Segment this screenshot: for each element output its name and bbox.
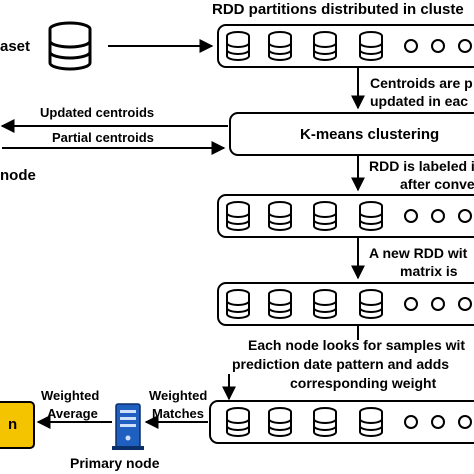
dataset-label: aset [0,38,31,55]
database-icon [359,31,383,61]
new-rdd-note-line-1: A new RDD wit [369,245,468,261]
database-icon [226,201,250,231]
new-rdd-note-line-2: matrix is [400,263,458,279]
database-icon [268,31,292,61]
circle-icon [458,415,472,429]
labeled-note-line-2: after conve [400,176,474,192]
updated-centroids-label: Updated centroids [40,105,155,120]
circle-icon [404,39,418,53]
server-icon [112,403,144,450]
partition-row-4 [209,400,474,444]
kmeans-label: K-means clustering [300,126,440,143]
output-box-label: n [8,416,18,433]
labeled-note-line-1: RDD is labeled i [369,158,474,174]
weighted-matches-line-2: Matches [152,406,205,421]
weighted-average-line-2: Average [47,406,98,421]
database-icon [226,407,250,437]
circle-icon [431,39,445,53]
circle-icon [404,297,418,311]
database-icon [268,289,292,319]
database-icon [359,407,383,437]
database-icon [313,407,337,437]
circle-icon [458,297,472,311]
partitions-title: RDD partitions distributed in cluste [212,1,464,18]
each-node-note-line-2: prediction date pattern and adds [232,356,450,372]
dataset-database-icon [48,21,92,71]
circle-icon [431,297,445,311]
primary-node-label: Primary node [70,455,160,471]
database-icon [226,31,250,61]
circle-icon [458,39,472,53]
partition-row-1 [217,24,474,68]
each-node-note-line-3: corresponding weight [290,375,437,391]
database-icon [359,201,383,231]
database-icon [268,407,292,437]
database-icon [313,289,337,319]
node-label: node [0,167,36,184]
partition-row-3 [217,282,474,326]
centroids-note-line-2: updated in eac [370,93,469,109]
circle-icon [404,209,418,223]
database-icon [359,289,383,319]
partition-row-2 [217,194,474,238]
database-icon [226,289,250,319]
weighted-matches-line-1: Weighted [149,388,208,403]
partial-centroids-label: Partial centroids [52,130,154,145]
circle-icon [431,415,445,429]
database-icon [268,201,292,231]
output-box [0,401,35,449]
each-node-note-line-1: Each node looks for samples wit [248,337,466,353]
circle-icon [404,415,418,429]
database-icon [313,31,337,61]
centroids-note-line-1: Centroids are p [370,75,473,91]
weighted-average-line-1: Weighted [41,388,100,403]
database-icon [313,201,337,231]
circle-icon [458,209,472,223]
circle-icon [431,209,445,223]
